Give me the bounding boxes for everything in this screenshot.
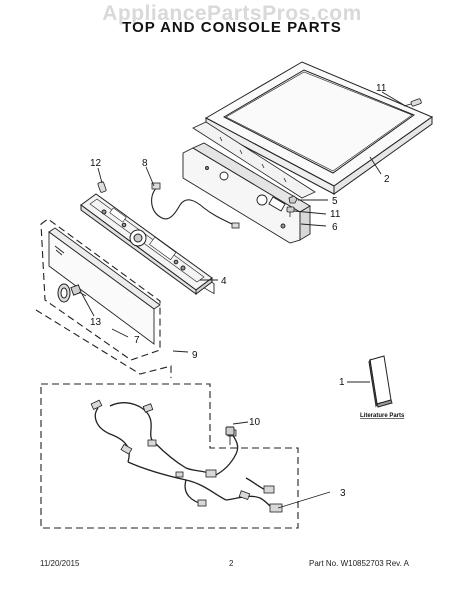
console-wire-harness	[151, 182, 240, 229]
literature-booklet-icon	[368, 355, 393, 408]
screw-icon	[286, 206, 295, 217]
console-front-panel	[80, 193, 213, 295]
callout-4: 4	[221, 276, 227, 287]
screw-icon	[97, 181, 107, 193]
callout-8: 8	[142, 158, 148, 169]
callout-11-mid: 11	[330, 209, 341, 220]
console-overlay-outline	[40, 218, 161, 361]
callout-3: 3	[340, 488, 346, 499]
top-panel	[204, 61, 434, 195]
callout-6: 6	[332, 222, 338, 233]
console-overlay	[48, 227, 161, 345]
watermark: AppliancePartsPros.com	[102, 2, 362, 25]
callout-10: 10	[249, 417, 261, 428]
callout-12: 12	[90, 158, 102, 169]
callout-13: 13	[90, 317, 102, 328]
nut-icon	[288, 195, 298, 204]
leader-lines	[81, 91, 405, 509]
literature-parts-label: Literature Parts	[360, 413, 405, 419]
callout-7: 7	[134, 335, 140, 346]
footer-date: 11/20/2015	[40, 559, 80, 568]
knob-icon	[57, 283, 71, 303]
callout-labels: 1 2 3 4 5 6 7 8 9 10 11 11 12 13 Literat…	[90, 83, 405, 499]
page-title: TOP AND CONSOLE PARTS	[122, 19, 342, 36]
footer-part-number: Part No. W10852703 Rev. A	[309, 559, 409, 568]
screw-icon	[403, 98, 422, 107]
callout-1: 1	[339, 377, 345, 388]
callout-2: 2	[384, 174, 390, 185]
callout-11-top: 11	[376, 83, 387, 94]
callout-5: 5	[332, 196, 338, 207]
top-hinge-strip	[192, 121, 316, 199]
harness-connectors	[90, 399, 283, 513]
footer-page-number: 2	[229, 559, 234, 568]
harness-group-outline	[35, 309, 299, 529]
connector-icon	[225, 426, 235, 445]
callout-9: 9	[192, 350, 198, 361]
